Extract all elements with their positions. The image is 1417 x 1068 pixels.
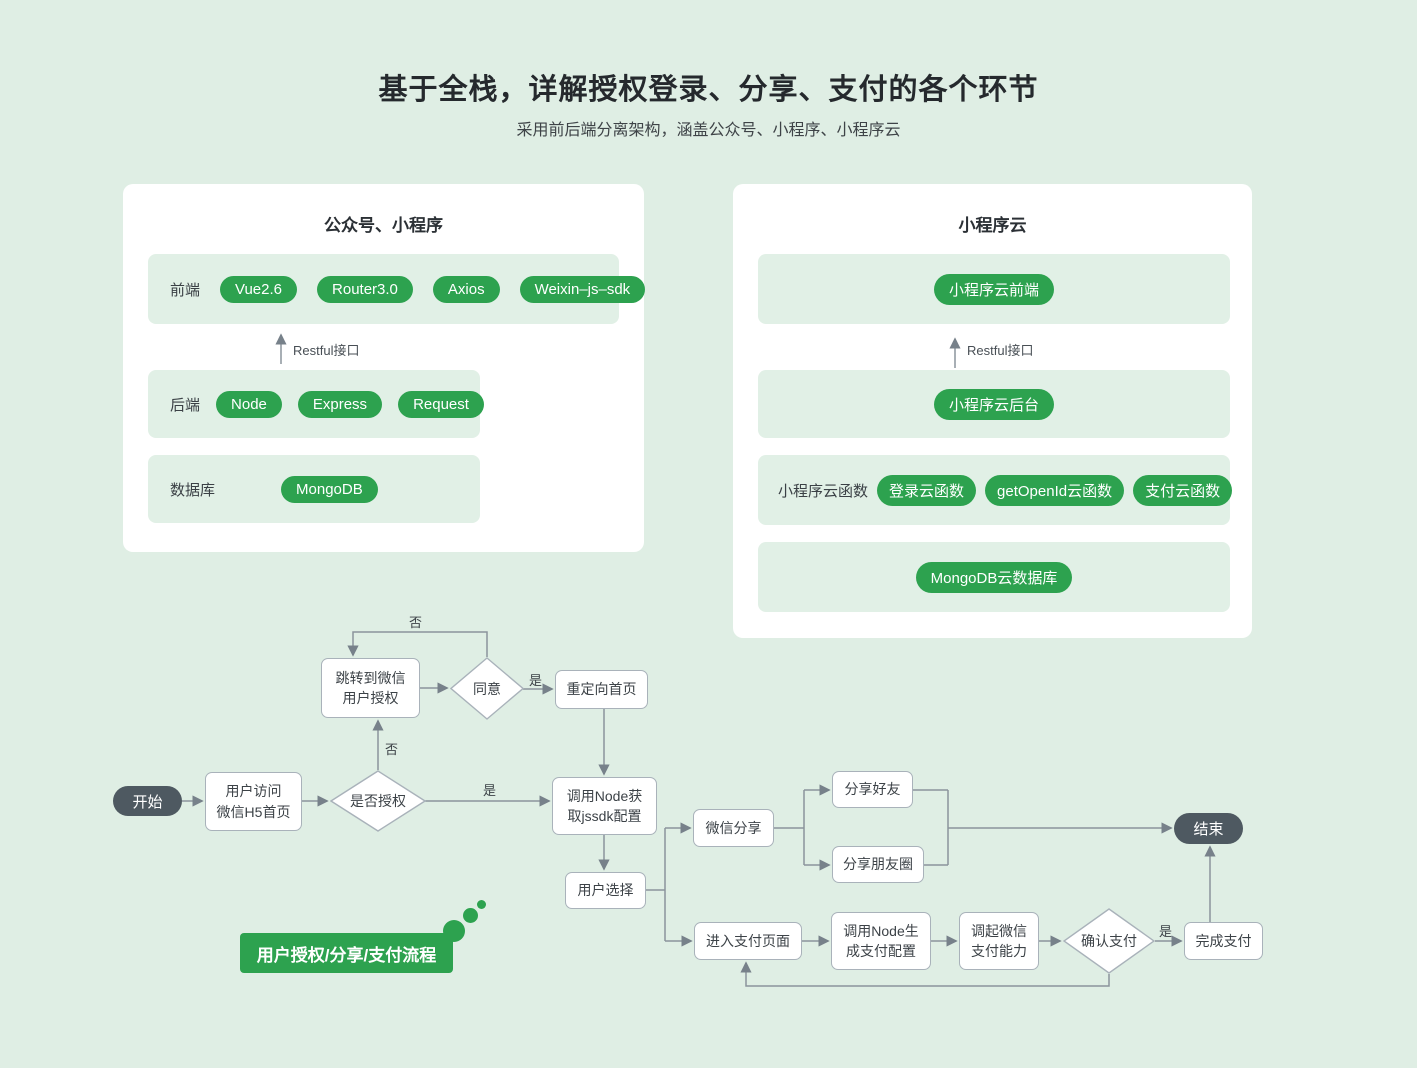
edge-label-yes-auth: 是 — [483, 783, 497, 798]
frontend-row: 前端 Vue2.6 Router3.0 Axios Weixin–js–sdk — [148, 254, 646, 324]
edge-label-no-agree: 否 — [409, 615, 423, 630]
cloud-database-row: MongoDB云数据库 — [758, 542, 1230, 612]
card-miniprogram-cloud: 小程序云 小程序云前端 小程序云后台 小程序云函数 登录云函数 getOpenI… — [733, 184, 1252, 638]
flow-decision-authorized: 是否授权 — [330, 770, 426, 832]
cloud-functions-row: 小程序云函数 登录云函数 getOpenId云函数 支付云函数 — [758, 455, 1233, 525]
decorative-dot-medium — [463, 908, 478, 923]
flow-decision-agree: 同意 — [450, 657, 524, 720]
tech-pill: 小程序云前端 — [933, 273, 1054, 305]
edge-label-yes-agree: 是 — [529, 673, 543, 688]
flow-caption: 用户授权/分享/支付流程 — [240, 933, 453, 973]
flow-node-visit-h5: 用户访问 微信H5首页 — [205, 772, 302, 831]
flow-node-pay-ability: 调起微信 支付能力 — [959, 912, 1039, 970]
cloud-backend-row: 小程序云后台 — [758, 370, 1230, 438]
tech-pill: Express — [297, 390, 383, 418]
flow-node-done-pay: 完成支付 — [1184, 922, 1263, 960]
card-title: 公众号、小程序 — [324, 216, 443, 235]
flow-node-pay-config: 调用Node生 成支付配置 — [831, 912, 931, 970]
flow-node-share-moments: 分享朋友圈 — [832, 846, 924, 883]
row-label: 后端 — [170, 396, 201, 414]
row-label: 数据库 — [170, 481, 216, 499]
backend-row: 后端 Node Express Request — [148, 370, 484, 438]
flow-node-end: 结束 — [1174, 813, 1243, 844]
row-label: 小程序云函数 — [778, 482, 869, 500]
row-label: 前端 — [170, 281, 201, 299]
flow-node-user-choice: 用户选择 — [565, 872, 646, 909]
card-title: 小程序云 — [958, 216, 1027, 235]
flow-node-pay-page: 进入支付页面 — [694, 922, 802, 960]
tech-pill: Axios — [432, 275, 500, 303]
database-row: 数据库 MongoDB — [148, 455, 480, 523]
flow-node-start: 开始 — [113, 786, 182, 816]
tech-pill: 登录云函数 — [877, 474, 977, 506]
restful-label-right: Restful接口 — [967, 343, 1034, 358]
flow-decision-confirm-pay: 确认支付 — [1063, 908, 1155, 974]
edge-label-no-auth: 否 — [385, 742, 399, 757]
page-title: 基于全栈，详解授权登录、分享、支付的各个环节 — [378, 74, 1039, 106]
page-subtitle: 采用前后端分离架构，涵盖公众号、小程序、小程序云 — [516, 122, 901, 139]
tech-pill: Vue2.6 — [220, 275, 298, 303]
tech-pill: Router3.0 — [317, 275, 413, 303]
tech-pill: 支付云函数 — [1133, 474, 1233, 506]
tech-pill: 小程序云后台 — [933, 388, 1054, 420]
restful-label-left: Restful接口 — [293, 343, 360, 358]
cloud-frontend-row: 小程序云前端 — [758, 254, 1230, 324]
card-official-account-miniprogram: 公众号、小程序 前端 Vue2.6 Router3.0 Axios Weixin… — [123, 184, 646, 552]
flow-node-redirect-home: 重定向首页 — [555, 670, 648, 709]
decorative-dot-large — [443, 920, 465, 942]
tech-pill: Weixin–js–sdk — [519, 275, 646, 303]
flow-node-jump-auth: 跳转到微信 用户授权 — [321, 658, 420, 718]
edge-label-yes-confirm: 是 — [1159, 924, 1173, 939]
decorative-dot-small — [477, 900, 486, 909]
tech-pill: getOpenId云函数 — [985, 474, 1125, 506]
flow-node-share-friend: 分享好友 — [832, 771, 913, 808]
flow-node-wechat-share: 微信分享 — [693, 809, 774, 847]
tech-pill: MongoDB — [281, 475, 378, 503]
tech-pill: Request — [398, 390, 484, 418]
tech-pill: MongoDB云数据库 — [915, 561, 1073, 593]
tech-pill: Node — [216, 390, 282, 418]
flow-node-get-jssdk: 调用Node获 取jssdk配置 — [552, 777, 657, 835]
